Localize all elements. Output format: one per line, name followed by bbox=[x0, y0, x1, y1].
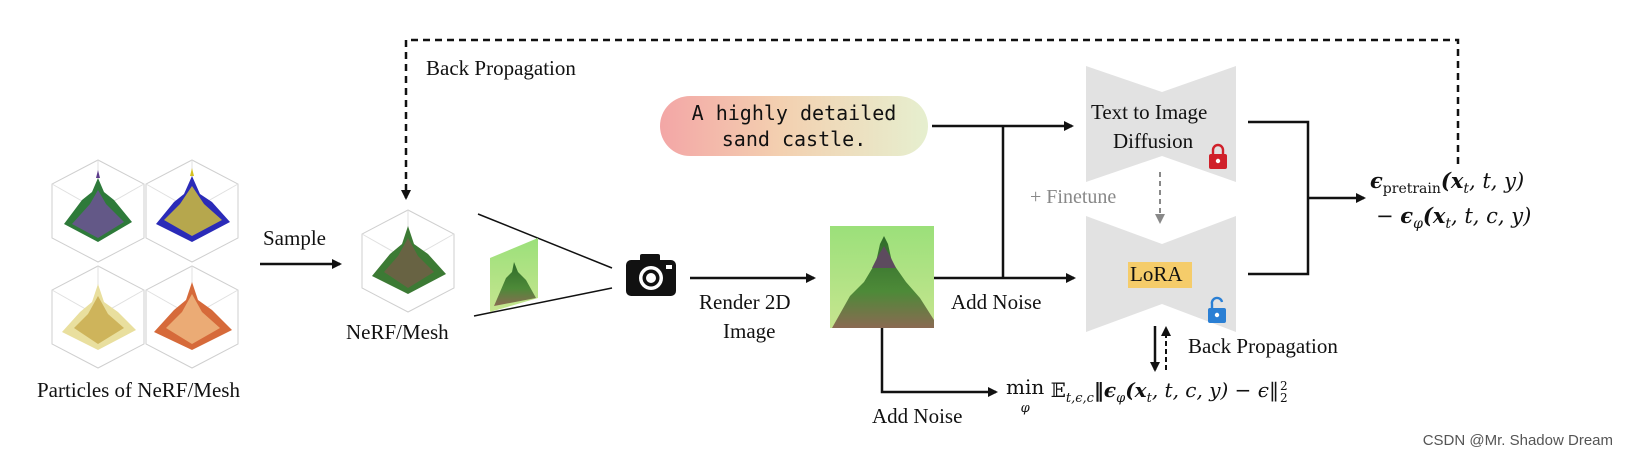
particle-cube-2 bbox=[145, 159, 239, 263]
t2i-label-line2: Diffusion bbox=[1113, 129, 1194, 153]
finetune-label: + Finetune bbox=[1030, 186, 1117, 208]
loss-tail: , t, c, y) − ϵ‖ bbox=[1151, 378, 1280, 402]
eps-phi-sub: φ bbox=[1413, 216, 1423, 233]
frustum-line-bottom bbox=[473, 287, 613, 317]
particles-label: Particles of NeRF/Mesh bbox=[37, 378, 240, 402]
frustum-image-plane bbox=[490, 238, 538, 312]
loss-body-sub: φ bbox=[1116, 391, 1126, 406]
prompt-line-1: A highly detailed bbox=[691, 101, 897, 125]
lock-closed-icon bbox=[1209, 143, 1227, 169]
particle-cube-1 bbox=[51, 159, 145, 263]
nerf-mesh-label: NeRF/Mesh bbox=[346, 320, 449, 344]
prompt-line-2: sand castle. bbox=[721, 127, 867, 151]
loss-body-rest: (x bbox=[1125, 378, 1147, 402]
eps-args-2-rest: , t, c, y) bbox=[1451, 204, 1532, 228]
loss-square: 2 bbox=[1280, 378, 1288, 393]
text-prompt-box: A highly detailed sand castle. bbox=[660, 96, 928, 156]
eps-args-1-rest: , t, y) bbox=[1469, 169, 1525, 193]
t2i-output-line bbox=[1248, 120, 1310, 276]
eps-pretrain-expression: ϵpretrain(xt, t, y) bbox=[1370, 168, 1525, 198]
loss-norm-sub: 2 bbox=[1280, 390, 1288, 405]
t2i-diffusion-block bbox=[1086, 66, 1236, 182]
t2i-label-line1: Text to Image bbox=[1091, 100, 1208, 124]
add-noise-label-upper: Add Noise bbox=[951, 290, 1042, 314]
eps-args-1-sub: t bbox=[1463, 181, 1470, 198]
lora-label: LoRA bbox=[1130, 262, 1183, 286]
backprop-label-top: Back Propagation bbox=[426, 56, 576, 80]
watermark: CSDN @Mr. Shadow Dream bbox=[1422, 432, 1613, 449]
add-noise-label-lower: Add Noise bbox=[872, 404, 963, 428]
image-to-loss-arrow bbox=[880, 328, 998, 397]
eps-args-2-sub: t bbox=[1445, 216, 1452, 233]
lock-open-icon bbox=[1208, 296, 1226, 323]
render-2d-label-line2: Image bbox=[723, 319, 776, 343]
backprop-label-right: Back Propagation bbox=[1188, 334, 1338, 358]
loss-expectation-sub: t,ϵ,c bbox=[1065, 391, 1094, 406]
eps-args-2: (x bbox=[1422, 203, 1446, 228]
loss-xt-sub: t bbox=[1146, 391, 1152, 406]
eps-pretrain-sub: pretrain bbox=[1382, 181, 1441, 198]
camera-icon bbox=[626, 254, 676, 296]
sample-label: Sample bbox=[263, 226, 326, 250]
render-2d-label-line1: Render 2D bbox=[699, 290, 791, 314]
particle-cube-3 bbox=[51, 265, 145, 369]
loss-expectation: 𝔼 bbox=[1050, 378, 1066, 402]
particle-cube-4 bbox=[145, 265, 239, 369]
frustum-line-top bbox=[477, 213, 613, 269]
nerf-mesh-cube bbox=[361, 209, 455, 313]
lora-highlight bbox=[1128, 262, 1192, 288]
loss-min: min bbox=[1006, 375, 1045, 399]
minus-sign: − bbox=[1376, 204, 1394, 228]
backprop-loop bbox=[401, 38, 1460, 200]
eps-phi-expression: − ϵφ(xt, t, c, y) bbox=[1376, 203, 1532, 233]
loss-min-sub: φ bbox=[1020, 401, 1030, 416]
loss-body: ‖ϵ bbox=[1093, 378, 1117, 402]
rendered-image bbox=[830, 226, 934, 328]
eps-args-1: (x bbox=[1440, 168, 1464, 193]
